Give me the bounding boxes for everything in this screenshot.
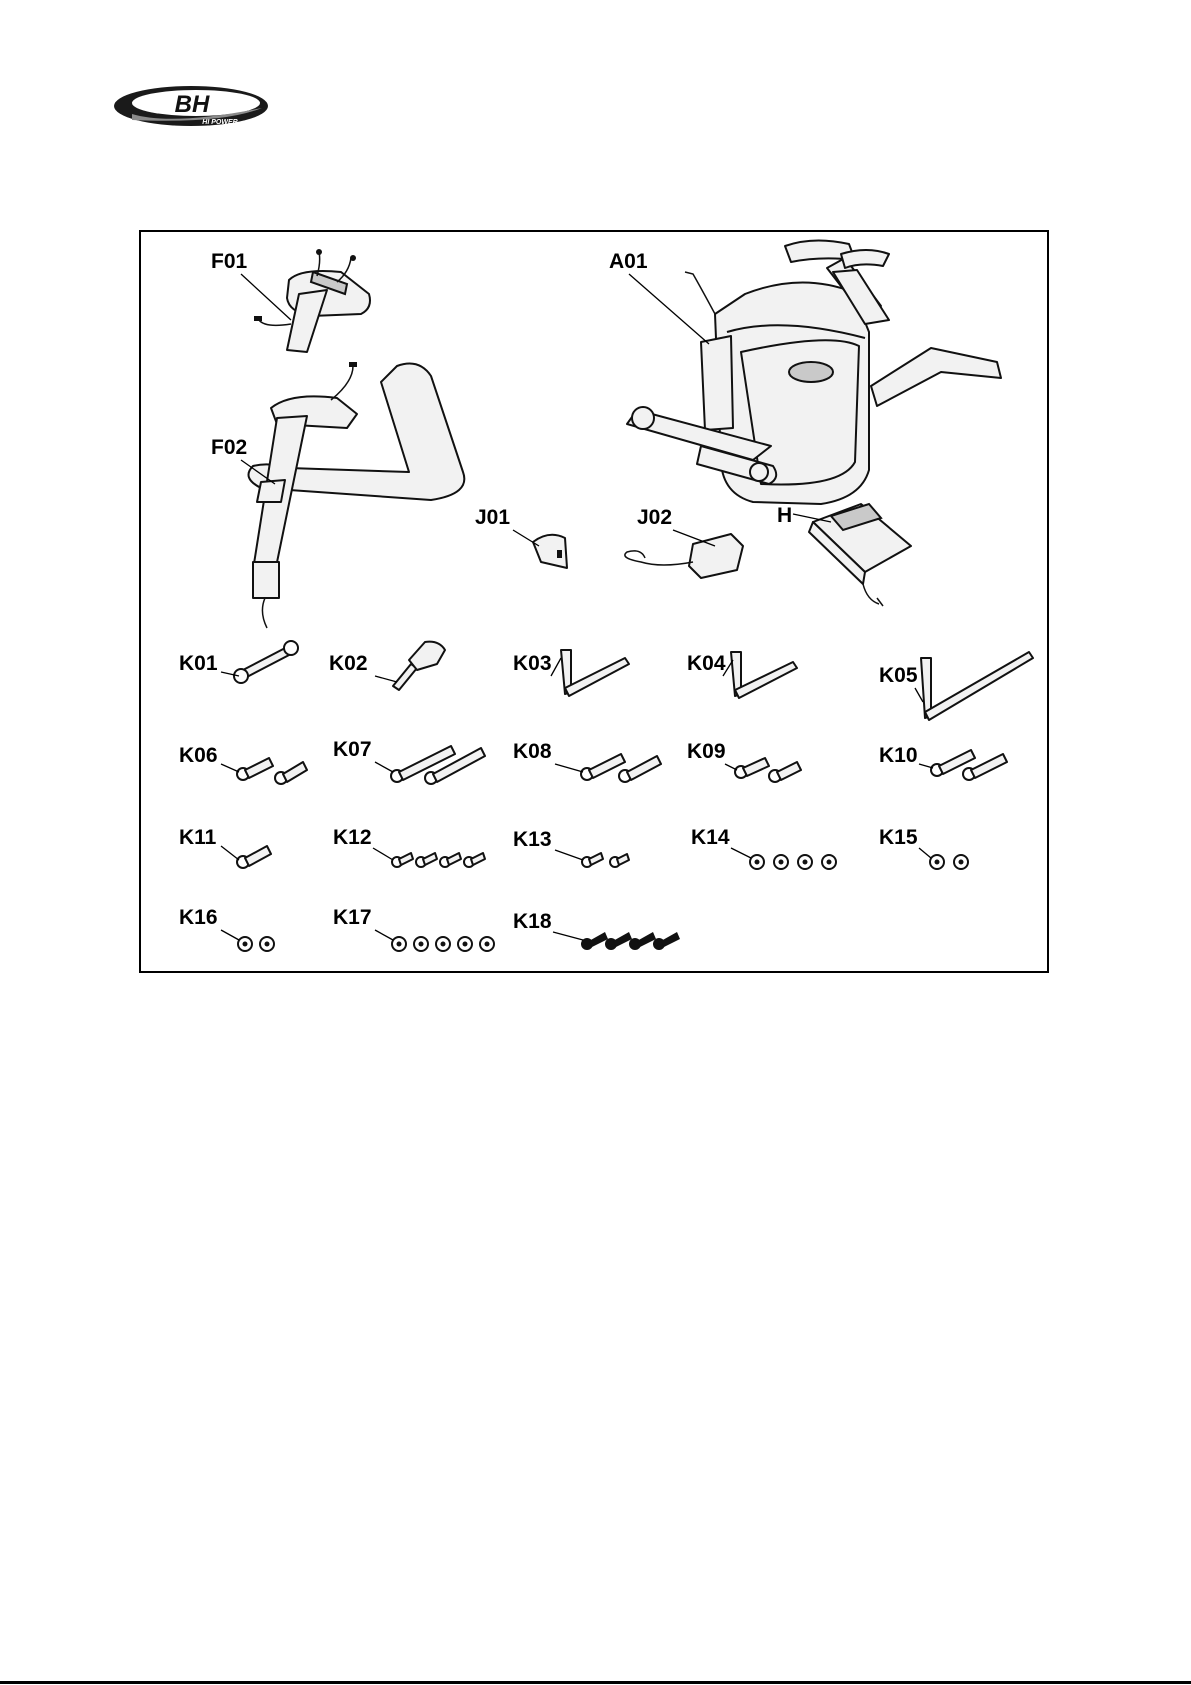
label-k05: K05 [879,664,918,687]
label-k03: K03 [513,652,552,675]
footer-rule [0,1681,1191,1684]
bh-hi-power-logo: BH HI POWER [112,84,270,128]
label-k07: K07 [333,738,372,761]
leader-k02 [375,676,397,682]
part-k04 [731,652,797,698]
part-k18 [581,932,680,950]
leader-k16 [221,930,239,940]
part-k01 [234,641,298,683]
part-k13 [582,853,629,867]
part-k08 [581,754,661,782]
logo-text: BH [175,91,210,118]
label-j02: J02 [637,506,672,529]
leader-k07 [375,762,393,772]
part-k15 [930,855,968,869]
part-k02 [393,642,445,690]
leader-k13 [555,850,583,860]
leader-k11 [221,846,239,860]
label-k04: K04 [687,652,726,675]
label-j01: J01 [475,506,510,529]
part-f01 [254,249,370,352]
label-k10: K10 [879,744,918,767]
part-k11 [237,846,271,868]
part-k12 [392,853,485,867]
part-k09 [735,758,801,782]
leader-k15 [919,848,931,858]
part-k17 [392,937,494,951]
label-k02: K02 [329,652,368,675]
leader-k17 [375,930,393,940]
part-k16 [238,937,274,951]
leader-k05 [915,688,923,702]
label-k16: K16 [179,906,218,929]
label-k17: K17 [333,906,372,929]
part-k03 [561,650,629,696]
leader-k14 [731,848,751,858]
label-f01: F01 [211,250,248,273]
label-k01: K01 [179,652,218,675]
leader-f01 [241,274,291,320]
label-k12: K12 [333,826,372,849]
leader-a01 [629,274,709,344]
label-k09: K09 [687,740,726,763]
leader-k10 [919,764,933,768]
label-k18: K18 [513,910,552,933]
label-k13: K13 [513,828,552,851]
part-f02 [249,362,465,628]
logo-subtext: HI POWER [202,119,237,126]
leader-k09 [725,764,737,770]
label-k15: K15 [879,826,918,849]
part-k14 [750,855,836,869]
part-k05 [921,652,1033,720]
part-k06 [237,758,307,784]
part-a01 [627,240,1001,504]
leader-k18 [553,932,583,940]
part-j01 [533,535,567,568]
leader-k12 [373,848,393,860]
part-j02 [625,534,743,578]
parts-diagram-frame: F01 F02 A01 J01 [139,230,1049,973]
label-k14: K14 [691,826,730,849]
label-k08: K08 [513,740,552,763]
label-a01: A01 [609,250,648,273]
label-k11: K11 [179,826,217,849]
part-k10 [931,750,1007,780]
parts-diagram: F01 F02 A01 J01 [141,232,1051,975]
part-h [809,504,911,606]
label-k06: K06 [179,744,218,767]
label-f02: F02 [211,436,247,459]
leader-k08 [555,764,583,772]
leader-k03 [551,658,561,676]
part-k07 [391,746,485,784]
label-h: H [777,504,792,527]
leader-j01 [513,530,539,546]
leader-k06 [221,764,239,772]
